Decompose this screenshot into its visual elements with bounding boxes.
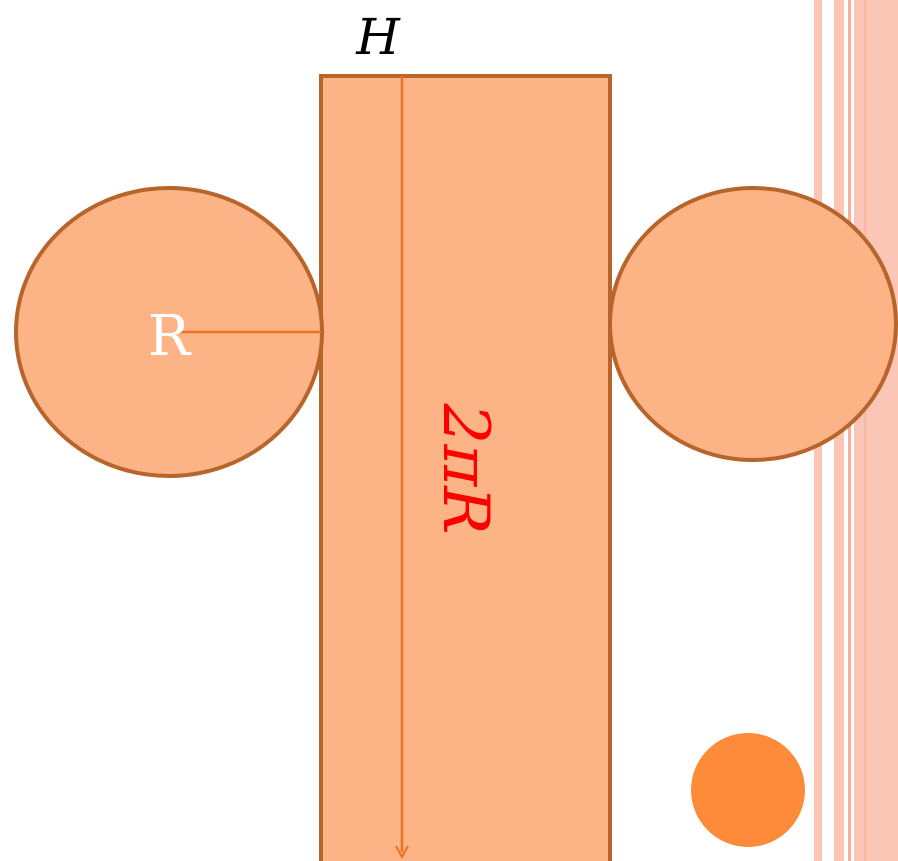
left-circle-base <box>14 186 324 478</box>
side-stripe-3 <box>848 0 851 861</box>
decorative-dot <box>691 733 805 847</box>
height-arrowhead <box>395 845 409 860</box>
lateral-rectangle <box>319 74 612 861</box>
right-circle-base <box>608 186 898 462</box>
side-stripe-4 <box>854 0 898 861</box>
radius-label: R <box>148 304 192 369</box>
side-stripe-5 <box>864 0 866 861</box>
circumference-label: 2πR <box>428 403 502 535</box>
height-label: H <box>355 8 401 66</box>
